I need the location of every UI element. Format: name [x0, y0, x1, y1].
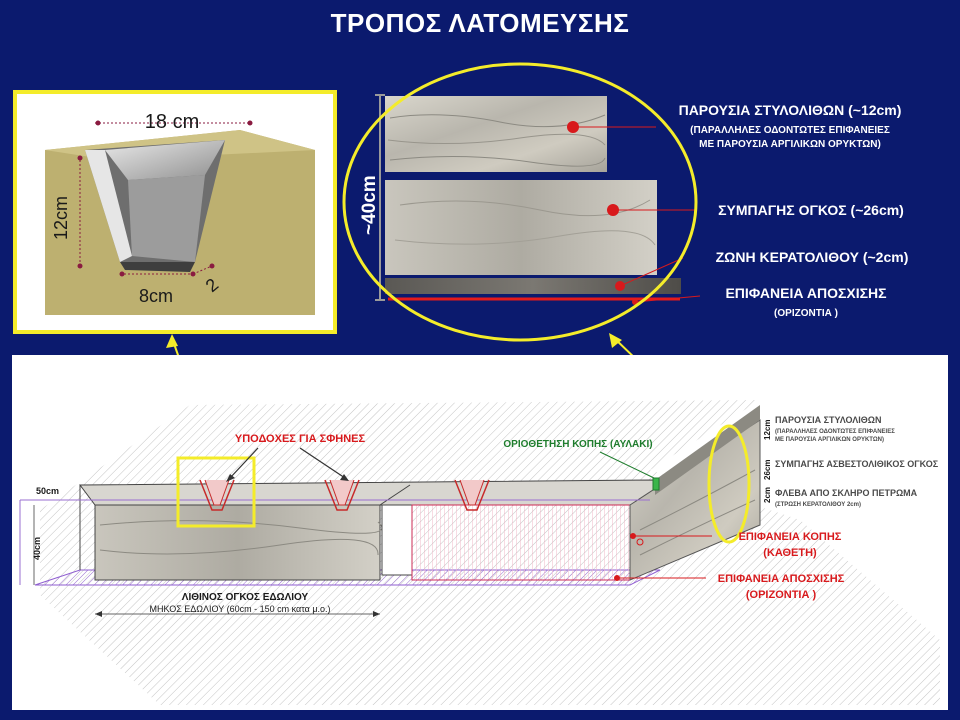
- layer1-note-2: ΜΕ ΠΑΡΟΥΣΙΑ ΑΡΓΙΛΙΚΩΝ ΟΡΥΚΤΩΝ): [699, 139, 881, 150]
- layer3-title: ΖΩΝΗ ΚΕΡΑΤΟΛΙΘΟΥ (~2cm): [716, 249, 909, 265]
- side-layer-highlight-ellipse: [707, 424, 751, 544]
- page-title: ΤΡΟΠΟΣ ΛΑΤΟΜΕΥΣΗΣ: [330, 8, 630, 38]
- main-quarry-diagram: ΥΠΟΔΟΧΕΣ ΓΙΑ ΣΦΗΝΕΣ ΟΡΙΟΘΕΤΗΣΗ ΚΟΠΗΣ (ΑΥ…: [12, 355, 948, 710]
- side-layer3-label: ΦΛΕΒΑ ΑΠΟ ΣΚΛΗΡΟ ΠΕΤΡΩΜΑ: [775, 488, 918, 498]
- side-dim-26: 26cm: [763, 460, 772, 480]
- photo-highlight-ellipse: [342, 62, 698, 342]
- cut-surface-label-1: ΕΠΙΦΑΝΕΙΑ ΚΟΠΗΣ: [739, 531, 842, 543]
- split-surface-label-2: (ΟΡΙΖΟΝΤΙΑ ): [746, 589, 817, 601]
- wedge-highlight-box: [176, 456, 256, 528]
- cut-groove-mark: [652, 477, 660, 491]
- block-length-label: ΜΗΚΟΣ ΕΔΩΛΙΟΥ (60cm - 150 cm κατα μ.ο.): [149, 604, 330, 614]
- dim-height: 40cm: [32, 537, 42, 560]
- dim-width: 50cm: [36, 486, 59, 496]
- dim-total-thickness: ~40cm: [359, 175, 380, 235]
- cut-groove-label: ΟΡΙΟΘΕΤΗΣΗ ΚΟΠΗΣ (ΑΥΛΑΚΙ): [503, 439, 652, 450]
- layer4-title: ΕΠΙΦΑΝΕΙΑ ΑΠΟΣΧΙΣΗΣ: [725, 285, 886, 301]
- groove-detail-inset: 18 cm 12cm 8cm 2: [13, 90, 337, 334]
- side-dim-2: 2cm: [763, 487, 772, 503]
- wedge-sockets-label: ΥΠΟΔΟΧΕΣ ΓΙΑ ΣΦΗΝΕΣ: [235, 433, 366, 445]
- stone-block-front: [94, 504, 381, 581]
- rock-section-photo-inset: ~40cm ΠΑΡΟΥΣΙΑ ΣΤΥΛΟΛΙΘΩΝ (~12cm) (ΠΑΡΑΛ…: [342, 62, 909, 342]
- wedge-sockets: [199, 479, 490, 511]
- layer-compact-mass-photo: [385, 180, 657, 275]
- side-layer3-note: (ΣΤΡΩΣΗ ΚΕΡΑΤΟΛΙΘΟΥ 2cm): [775, 502, 861, 508]
- dim-depth: 12cm: [51, 196, 71, 240]
- layer1-title: ΠΑΡΟΥΣΙΑ ΣΤΥΛΟΛΙΘΩΝ (~12cm): [679, 102, 902, 118]
- side-layer1-note-1: (ΠΑΡΑΛΛΗΛΕΣ ΟΔΟΝΤΩΤΕΣ ΕΠΙΦΑΝΕΙΕΣ: [775, 429, 895, 435]
- layer-chert-zone-photo: [385, 278, 681, 294]
- cut-surface-label-2: (ΚΑΘΕΤΗ): [763, 547, 817, 559]
- side-layer1-label: ΠΑΡΟΥΣΙΑ ΣΤΥΛΟΛΙΘΩΝ: [775, 415, 881, 425]
- side-layer2-label: ΣΥΜΠΑΓΗΣ ΑΣΒΕΣΤΟΛΙΘΙΚΟΣ ΟΓΚΟΣ: [775, 459, 939, 469]
- split-surface-label-1: ΕΠΙΦΑΝΕΙΑ ΑΠΟΣΧΙΣΗΣ: [718, 573, 845, 585]
- side-layer1-note-2: ΜΕ ΠΑΡΟΥΣΙΑ ΑΡΓΙΛΙΚΩΝ ΟΡΥΚΤΩΝ): [775, 437, 884, 443]
- cut-surface-face: [411, 504, 631, 581]
- layer4-note: (ΟΡΙΖΟΝΤΙΑ ): [774, 308, 838, 319]
- layer1-note-1: (ΠΑΡΑΛΛΗΛΕΣ ΟΔΟΝΤΩΤΕΣ ΕΠΙΦΑΝΕΙΕΣ: [690, 125, 890, 136]
- dim-bottom-width: 8cm: [139, 286, 173, 306]
- block-label: ΛΙΘΙΝΟΣ ΟΓΚΟΣ ΕΔΩΛΙΟΥ: [182, 592, 309, 603]
- side-dim-12: 12cm: [763, 420, 772, 440]
- layer2-title: ΣΥΜΠΑΓΗΣ ΟΓΚΟΣ (~26cm): [718, 202, 904, 218]
- dim-top-width: 18 cm: [145, 111, 199, 133]
- layer-stylolites-photo: [385, 96, 607, 172]
